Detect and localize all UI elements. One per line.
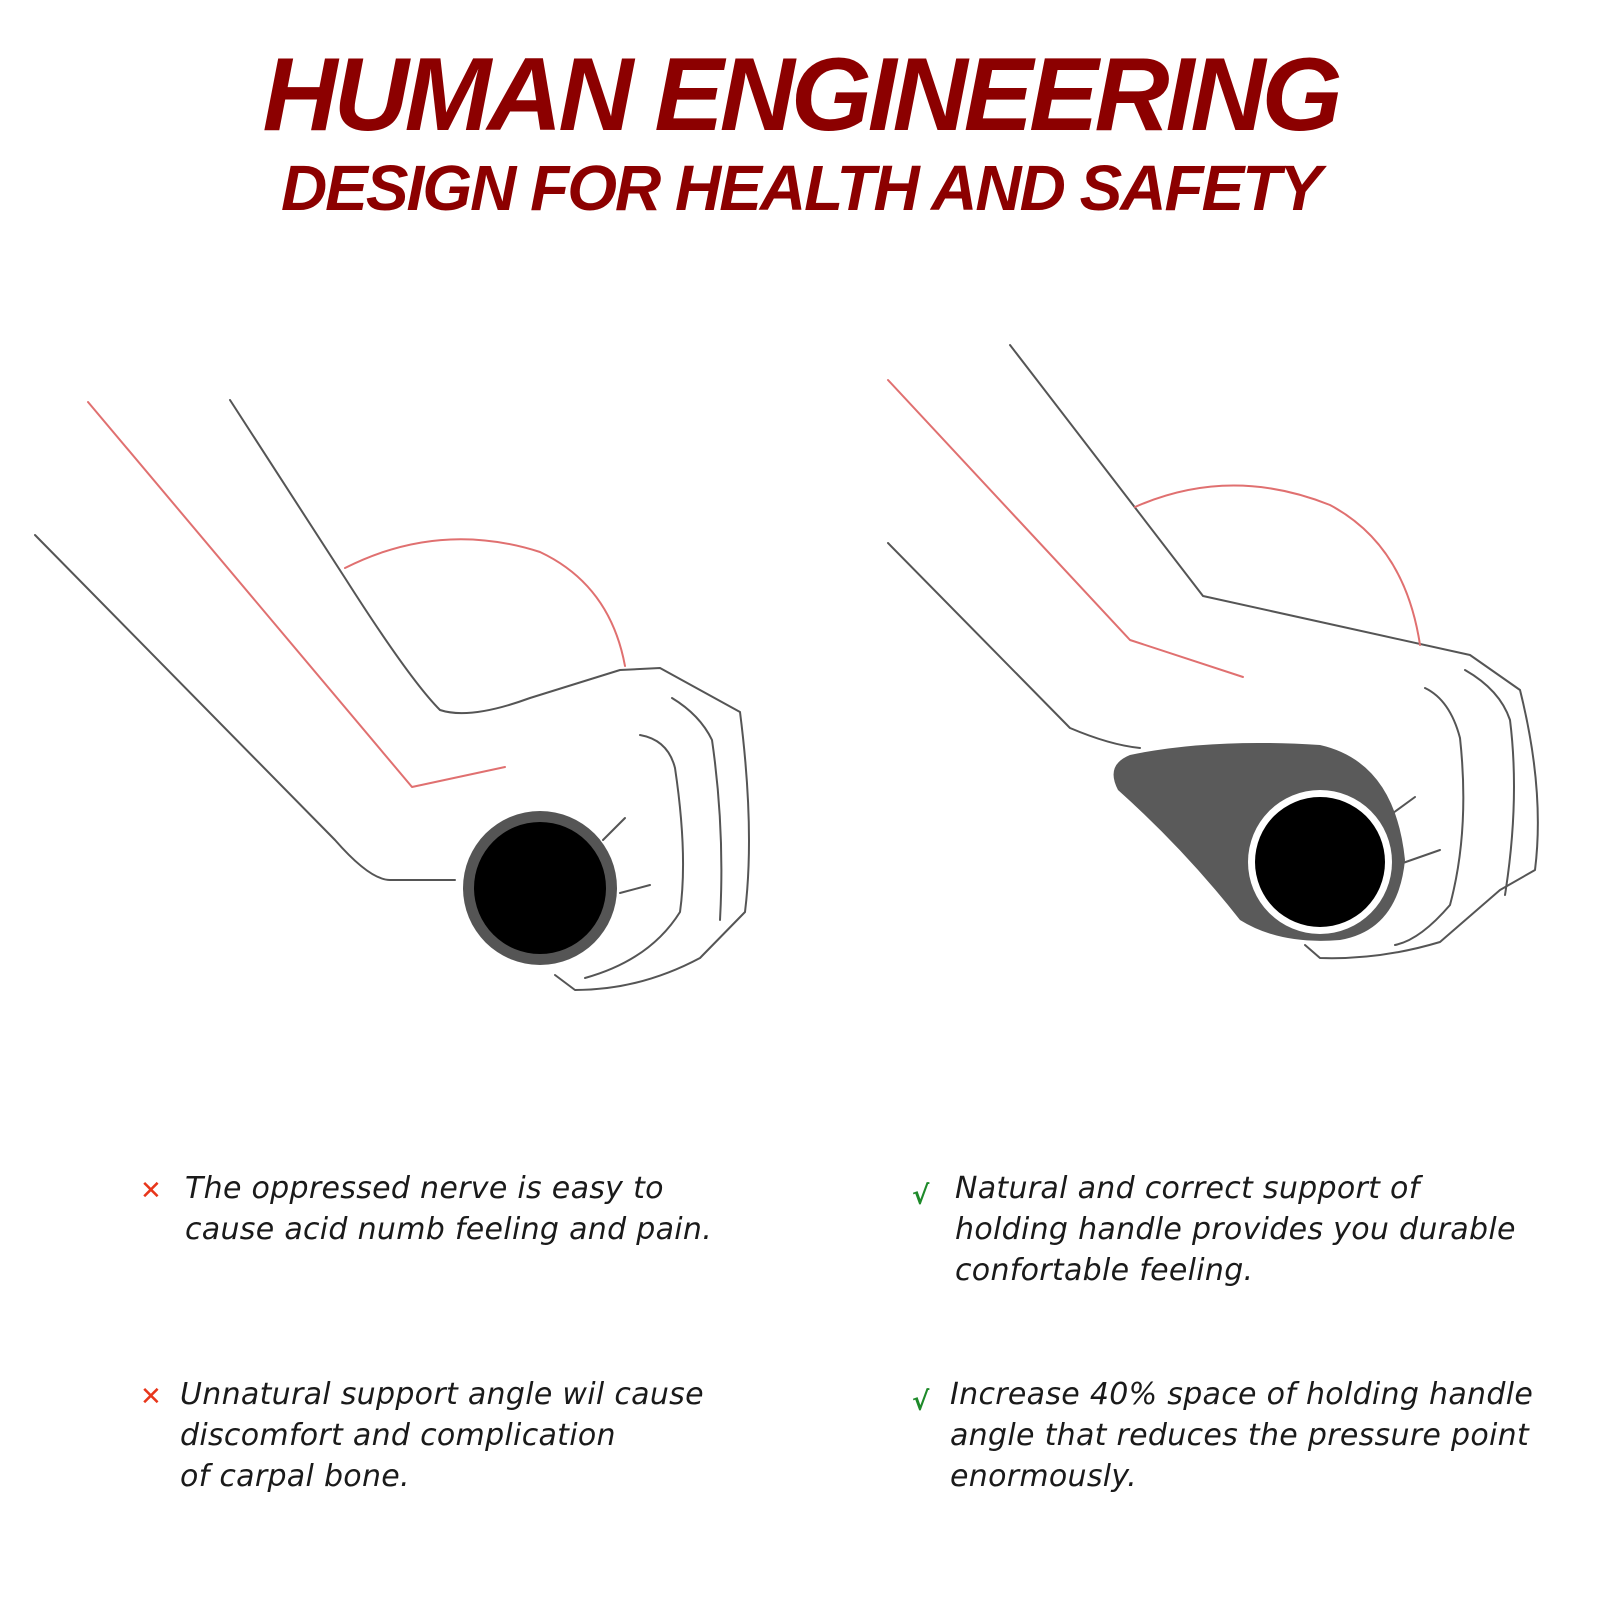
good-point-1-line-3: confortable feeling. bbox=[955, 1253, 1254, 1288]
right-forearm-upper-line bbox=[1009, 344, 1539, 960]
check-mark-icon: √ bbox=[912, 1181, 930, 1211]
left-handle-core bbox=[474, 822, 606, 954]
cross-mark-icon: ✕ bbox=[140, 1176, 162, 1206]
right-angle-arc bbox=[1134, 484, 1421, 646]
good-point-1-line-1: Natural and correct support of bbox=[955, 1171, 1420, 1206]
left-knuckle-line-1 bbox=[602, 817, 626, 841]
bad-point-2-line-2: discomfort and complication bbox=[180, 1418, 616, 1453]
right-forearm-lower-line bbox=[887, 542, 1141, 749]
bad-point-2-line-1: Unnatural support angle wil cause bbox=[180, 1377, 704, 1412]
right-finger-line-1 bbox=[1464, 669, 1515, 896]
left-angle-arc bbox=[344, 538, 626, 667]
right-knuckle-line-1 bbox=[1392, 796, 1416, 814]
ergonomic-grip-illustration bbox=[887, 344, 1539, 960]
cross-mark-icon: ✕ bbox=[140, 1382, 162, 1412]
bad-point-2: Unnatural support angle wil cause discom… bbox=[180, 1374, 704, 1497]
good-point-1: Natural and correct support of holding h… bbox=[955, 1168, 1516, 1291]
title-block: HUMAN ENGINEERING DESIGN FOR HEALTH AND … bbox=[0, 38, 1601, 224]
right-knuckle-line-2 bbox=[1399, 849, 1441, 865]
good-point-2-line-2: angle that reduces the pressure point bbox=[950, 1418, 1530, 1453]
left-forearm-lower-line bbox=[34, 534, 456, 881]
right-finger-line-2 bbox=[1394, 687, 1465, 946]
page-title: HUMAN ENGINEERING bbox=[262, 37, 1342, 153]
bad-point-1-line-1: The oppressed nerve is easy to bbox=[185, 1171, 664, 1206]
left-forearm-upper-line bbox=[229, 399, 750, 991]
right-handle-core bbox=[1255, 797, 1385, 927]
left-nerve-line bbox=[87, 401, 506, 788]
good-point-1-line-2: holding handle provides you durable bbox=[955, 1212, 1516, 1247]
bad-point-1: The oppressed nerve is easy to cause aci… bbox=[185, 1168, 712, 1250]
good-point-2-line-1: Increase 40% space of holding handle bbox=[950, 1377, 1534, 1412]
page-subtitle: DESIGN FOR HEALTH AND SAFETY bbox=[280, 152, 1322, 224]
good-point-2-line-3: enormously. bbox=[950, 1459, 1137, 1494]
left-finger-line-1 bbox=[671, 697, 723, 921]
right-nerve-line bbox=[887, 379, 1244, 678]
left-knuckle-line-2 bbox=[619, 884, 651, 894]
standard-grip-illustration bbox=[34, 399, 750, 991]
check-mark-icon: √ bbox=[912, 1387, 930, 1417]
left-finger-line-2 bbox=[584, 734, 685, 979]
bad-point-1-line-2: cause acid numb feeling and pain. bbox=[185, 1212, 713, 1247]
good-point-2: Increase 40% space of holding handle ang… bbox=[950, 1374, 1533, 1497]
bad-point-2-line-3: of carpal bone. bbox=[180, 1459, 410, 1494]
